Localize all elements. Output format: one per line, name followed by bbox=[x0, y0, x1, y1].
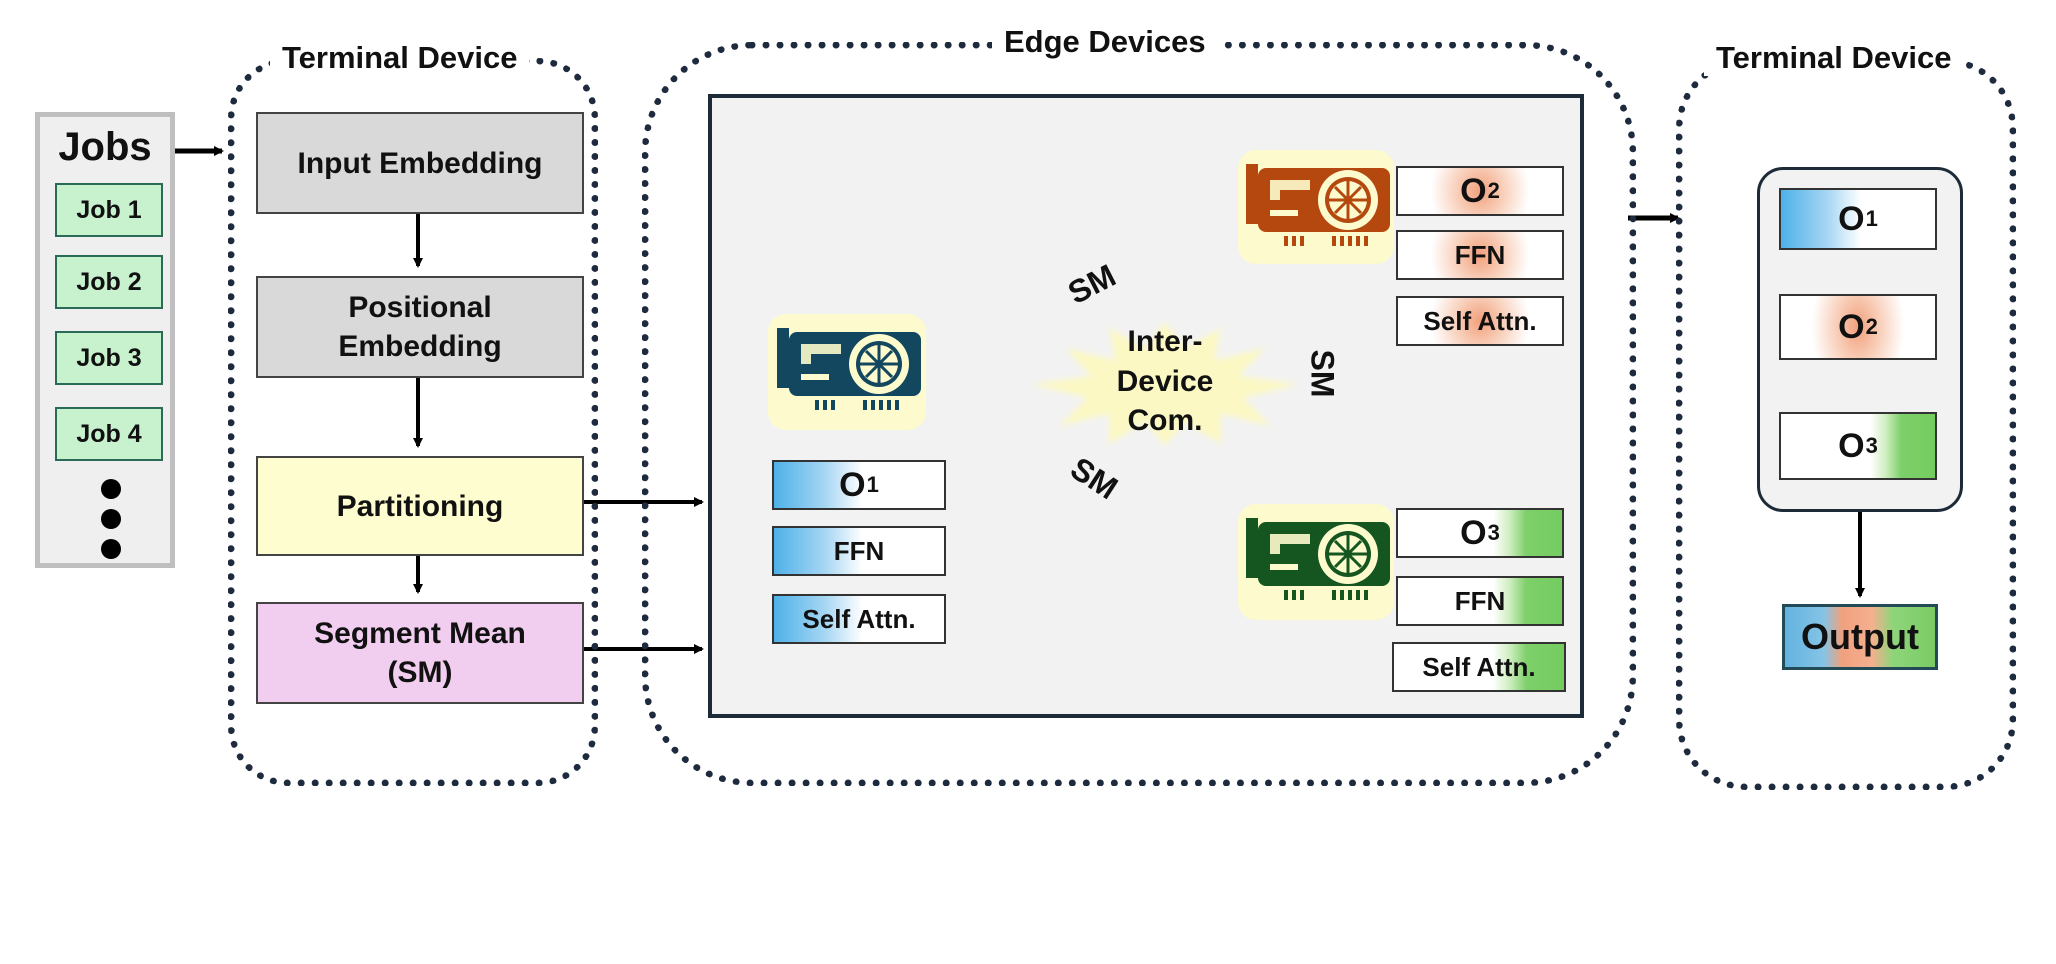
device2-self-attn-tag: Self Attn. bbox=[1396, 296, 1564, 346]
positional-embedding-step: Positional Embedding bbox=[256, 276, 584, 378]
ellipsis-dot bbox=[101, 479, 121, 499]
device3-self-attn-tag: Self Attn. bbox=[1392, 642, 1566, 692]
device3-ffn-tag: FFN bbox=[1396, 576, 1564, 626]
gpu-device-3-icon bbox=[1246, 518, 1390, 600]
final-output-box: Output bbox=[1782, 604, 1938, 670]
comm-line3: Com. bbox=[1127, 404, 1203, 438]
job-item-1: Job 1 bbox=[55, 183, 163, 237]
device1-self-attn-tag: Self Attn. bbox=[772, 594, 946, 644]
ellipsis-dot bbox=[101, 509, 121, 529]
job-item-4: Job 4 bbox=[55, 407, 163, 461]
final-output-label: Output bbox=[1801, 616, 1919, 657]
terminal-right-title: Terminal Device bbox=[1704, 40, 1964, 76]
partitioning-step: Partitioning bbox=[256, 456, 584, 556]
terminal-left-title: Terminal Device bbox=[270, 40, 530, 76]
positional-label-line1: Positional bbox=[348, 291, 492, 324]
inter-device-comm-burst bbox=[1031, 322, 1299, 446]
segment-mean-label-line2: (SM) bbox=[387, 656, 453, 689]
input-embedding-label: Input Embedding bbox=[297, 146, 543, 180]
gpu-device-1-icon bbox=[777, 328, 921, 410]
comm-line2: Device bbox=[1116, 364, 1214, 398]
segment-mean-step: Segment Mean (SM) bbox=[256, 602, 584, 704]
partitioning-label: Partitioning bbox=[336, 489, 504, 523]
input-embedding-step: Input Embedding bbox=[256, 112, 584, 214]
inter-device-comm-label: Inter- Device Com. bbox=[1090, 322, 1240, 441]
job-item-3: Job 3 bbox=[55, 331, 163, 385]
jobs-panel: Jobs Job 1 Job 2 Job 3 Job 4 bbox=[35, 112, 175, 568]
positional-label-line2: Embedding bbox=[338, 330, 502, 363]
device2-ffn-tag: FFN bbox=[1396, 230, 1564, 280]
job-item-2: Job 2 bbox=[55, 255, 163, 309]
jobs-title: Jobs bbox=[58, 125, 152, 169]
sm-label-vertical: SM bbox=[1304, 349, 1341, 398]
gpu-device-2-icon bbox=[1246, 164, 1390, 246]
device1-ffn-tag: FFN bbox=[772, 526, 946, 576]
segment-mean-label-line1: Segment Mean bbox=[314, 617, 526, 650]
edge-devices-title: Edge Devices bbox=[992, 24, 1218, 60]
comm-line1: Inter- bbox=[1127, 325, 1203, 358]
ellipsis-dot bbox=[101, 539, 121, 559]
